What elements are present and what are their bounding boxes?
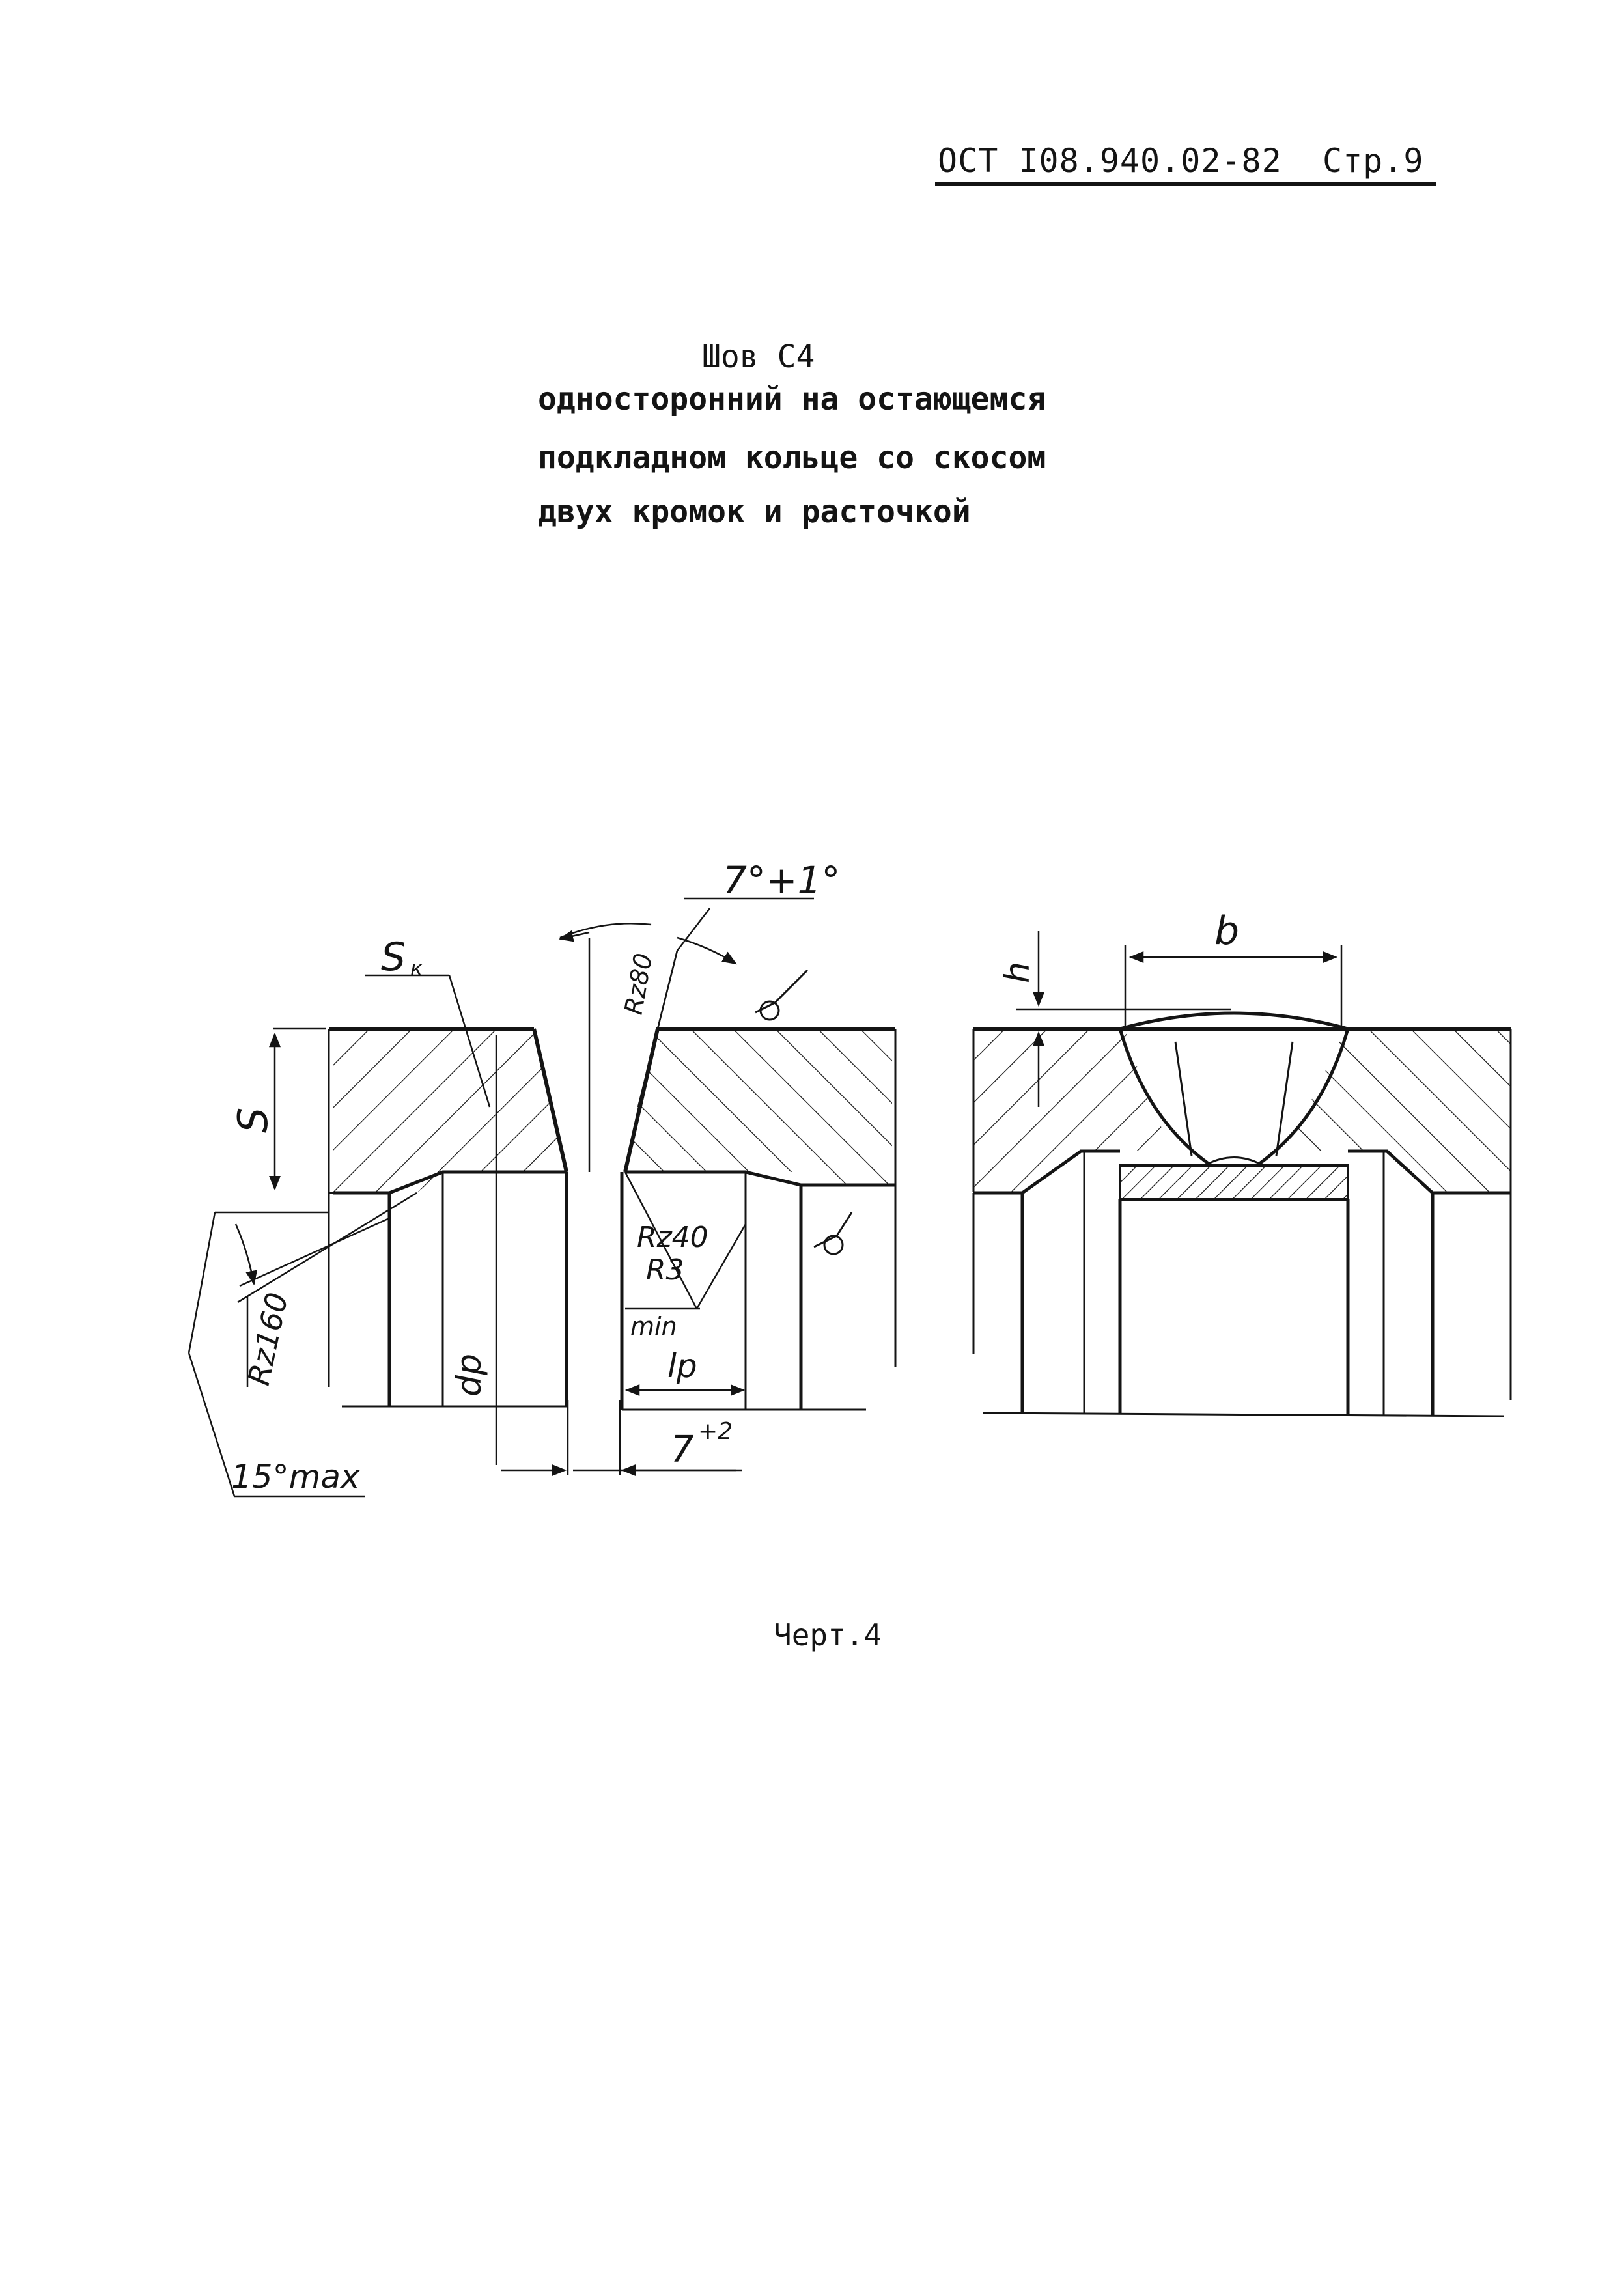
right-weld-section [972,1011,1512,1417]
weld-description-line-1: односторонний на остающемся [538,381,1046,417]
label-angle-top: 7°+1° [723,858,840,902]
left-dimensions [188,897,814,1498]
right-view-labels: b h [998,908,1239,983]
weld-title: Шов С4 [702,339,815,375]
weld-description-line-2: подкладном кольце со скосом [538,440,1046,476]
header-underline [935,182,1436,186]
label-lp: lp [667,1347,697,1385]
label-dp: dp [450,1354,489,1397]
figure-caption: Черт.4 [774,1617,882,1653]
right-plate [620,1027,897,1411]
left-view-labels: S к S 7°+1° Rz80 Rz40 R3 min Rz160 dp lp… [229,858,840,1496]
left-plate [328,1027,568,1408]
right-view-dimensions [1016,931,1343,1107]
surface-finish-marks [755,969,853,1255]
label-gap: 7 [671,1429,694,1471]
label-rz160: Rz160 [241,1289,295,1388]
label-gap-tolerance: +2 [698,1418,733,1445]
label-rz80: Rz80 [619,951,658,1017]
document-header: ОСТ I08.940.02-82 Стр.9 [938,142,1423,180]
label-h: h [998,962,1037,983]
label-b: b [1214,908,1239,954]
label-rz40: Rz40 [637,1221,708,1254]
label-sk: S [381,934,406,980]
document-code: ОСТ I08.940.02-82 [938,142,1282,180]
weld-description-line-3: двух кромок и расточкой [538,494,971,530]
label-min: min [630,1312,677,1341]
label-r3: R3 [646,1253,684,1287]
page-label: Стр.9 [1322,142,1424,180]
label-s: S [229,1108,277,1133]
label-15max: 15°max [231,1458,360,1496]
label-sk-sub: к [410,956,423,981]
